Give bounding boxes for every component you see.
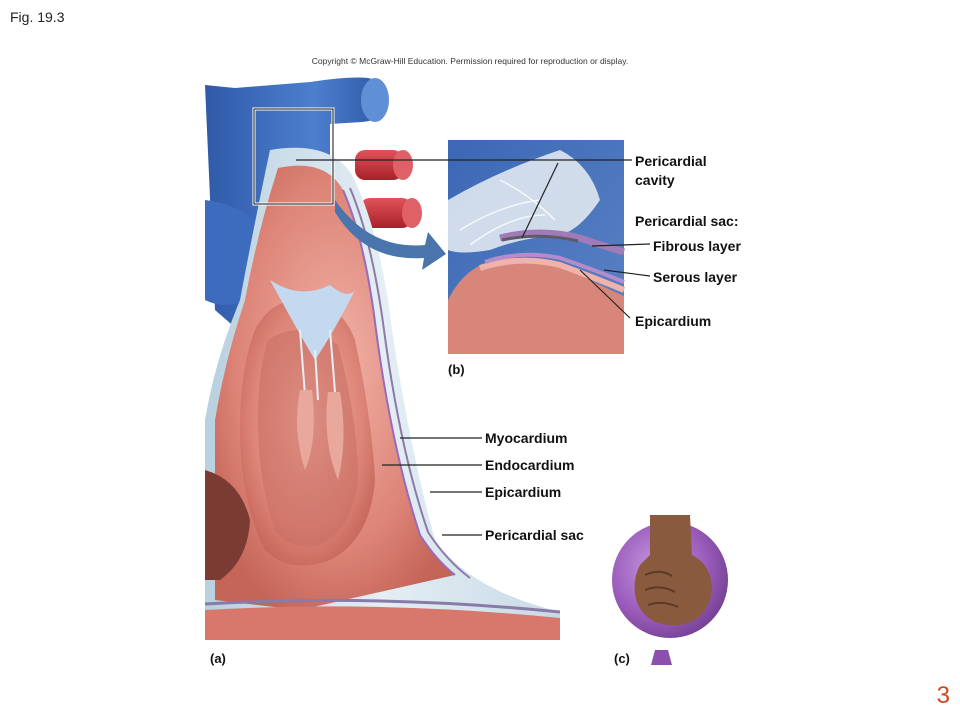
panel-label-c: (c) bbox=[614, 651, 630, 666]
label-myocardium: Myocardium bbox=[485, 430, 568, 446]
label-fibrous-layer: Fibrous layer bbox=[653, 238, 741, 254]
panel-b-inset bbox=[448, 140, 626, 354]
panel-label-b: (b) bbox=[448, 362, 465, 377]
copyright-notice: Copyright © McGraw-Hill Education. Permi… bbox=[311, 56, 629, 66]
label-serous-layer: Serous layer bbox=[653, 269, 738, 285]
label-pericardial-cavity: Pericardial cavity bbox=[635, 152, 707, 190]
label-endocardium: Endocardium bbox=[485, 457, 575, 473]
panel-c-fist-balloon bbox=[612, 515, 728, 665]
leader-lines bbox=[296, 159, 651, 536]
slide-number: 3 bbox=[936, 682, 950, 709]
label-pericardial-sac-heading: Pericardial sac: bbox=[635, 213, 739, 229]
label-epicardium-b: Epicardium bbox=[635, 313, 712, 329]
figure-number: Fig. 19.3 bbox=[10, 9, 65, 25]
label-pericardial-cavity-line1: Pericardial bbox=[635, 153, 707, 169]
magnification-indicator bbox=[252, 107, 446, 270]
label-pericardial-cavity-line2: cavity bbox=[635, 172, 675, 188]
label-epicardium-a: Epicardium bbox=[485, 484, 562, 500]
panel-label-a: (a) bbox=[210, 651, 226, 666]
label-pericardial-sac-a: Pericardial sac bbox=[485, 527, 584, 543]
